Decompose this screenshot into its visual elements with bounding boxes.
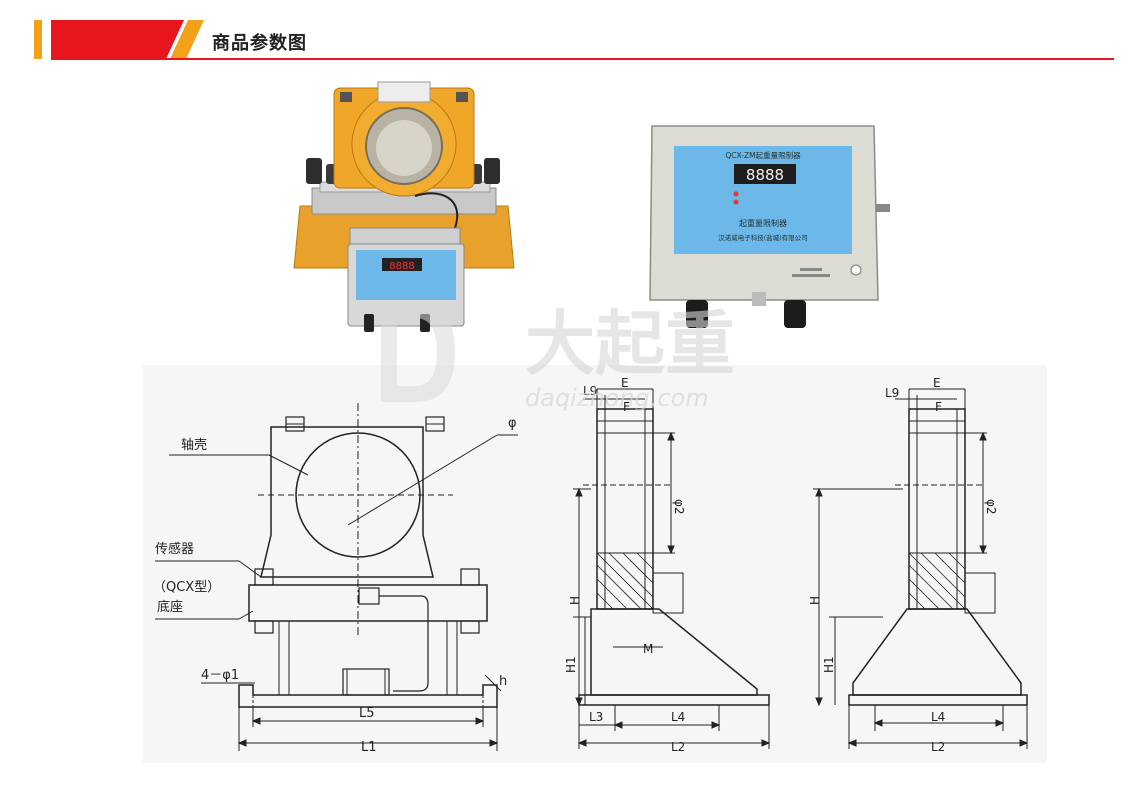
side1-phi2: φ2	[672, 499, 686, 515]
left-device-photo: 8888	[293, 81, 515, 332]
label-model: （QCX型）	[153, 580, 220, 595]
header-orange-slash	[170, 20, 204, 59]
side2-L2: L2	[931, 740, 945, 754]
right-panel-label: 起重量限制器	[739, 218, 787, 228]
page-title: 商品参数图	[212, 33, 307, 54]
side2-F: F	[935, 400, 942, 414]
right-device-photo: QCX-ZM起重量限制器 8888 起重量限制器 汉诺威电子科技(盐城)有限公司	[649, 125, 890, 328]
side2-H1: H1	[822, 656, 836, 673]
technical-drawing: 轴壳 φ 传感器 （QCX型） 底座 4－φ1 h L5 L1	[143, 365, 1047, 763]
drawing-svg: 轴壳 φ 传感器 （QCX型） 底座 4－φ1 h L5 L1	[153, 376, 1029, 755]
header-red-bar	[51, 20, 184, 59]
side1-H1: H1	[564, 656, 578, 673]
right-company-name: 汉诺威电子科技(盐城)有限公司	[718, 233, 808, 242]
product-photos: 8888 QCX-ZM起重量限制器 8888 起重量限制器 汉诺威电子科技(盐城…	[290, 78, 910, 348]
product-photos-svg: 8888 QCX-ZM起重量限制器 8888 起重量限制器 汉诺威电子科技(盐城…	[293, 81, 890, 332]
side1-L2: L2	[671, 740, 685, 754]
left-device-display: 8888	[389, 261, 414, 272]
side2-E: E	[933, 376, 941, 390]
side-view-2-labels: L9 E F φ2 H H1 L4 L2	[808, 376, 998, 754]
side2-phi2: φ2	[984, 499, 998, 515]
side-view-1-labels: L9 E F φ2 H H1 M L3 L4 L2	[564, 376, 686, 754]
label-L5: L5	[359, 706, 375, 721]
header-underline	[51, 58, 1114, 60]
header-decoration	[34, 20, 1114, 60]
side2-L4: L4	[931, 710, 945, 724]
front-view	[155, 403, 518, 751]
label-L1: L1	[361, 740, 377, 755]
label-h: h	[499, 674, 507, 689]
side1-H: H	[568, 596, 582, 605]
label-phi: φ	[508, 416, 517, 431]
label-sensor: 传感器	[155, 541, 194, 557]
side1-E: E	[621, 376, 629, 390]
right-panel-title: QCX-ZM起重量限制器	[725, 150, 801, 160]
side-view-1	[573, 388, 771, 749]
side1-L9: L9	[583, 384, 597, 398]
right-device-display: 8888	[746, 166, 784, 184]
side1-L4: L4	[671, 710, 685, 724]
front-view-labels: 轴壳 φ 传感器 （QCX型） 底座 4－φ1 h L5 L1	[153, 416, 517, 755]
label-base: 底座	[157, 599, 183, 615]
side1-M: M	[643, 642, 653, 656]
side-view-2	[813, 388, 1029, 749]
label-holes: 4－φ1	[201, 668, 239, 683]
section-header: 商品参数图	[0, 0, 1145, 70]
side1-L3: L3	[589, 710, 603, 724]
side2-L9: L9	[885, 386, 899, 400]
header-orange-mark	[34, 20, 42, 59]
side1-F: F	[623, 400, 630, 414]
side2-H: H	[808, 596, 822, 605]
label-shaft-housing: 轴壳	[181, 438, 207, 453]
